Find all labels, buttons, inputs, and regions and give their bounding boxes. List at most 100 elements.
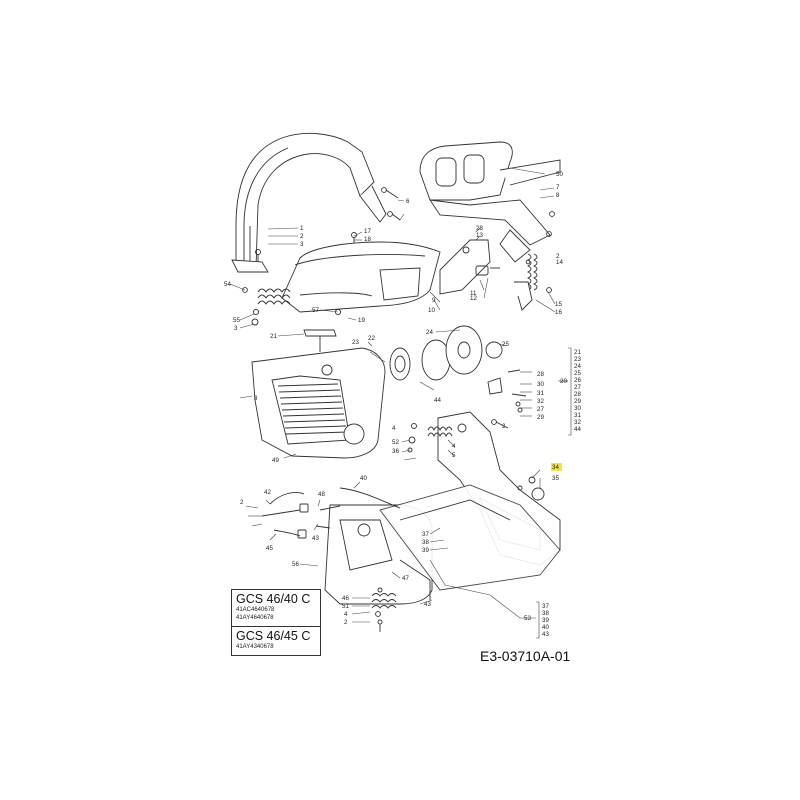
callout: 50 xyxy=(556,171,563,178)
callout: 5 xyxy=(452,452,456,459)
callout: 2 xyxy=(556,253,560,260)
group-item: 29 xyxy=(574,398,581,405)
group-item: 44 xyxy=(574,426,581,433)
callout: 43 xyxy=(424,601,431,608)
callout: 6 xyxy=(406,198,410,205)
callout: 40 xyxy=(360,475,367,482)
callout: 28 xyxy=(476,225,483,232)
callout: 43 xyxy=(312,535,319,542)
group-item: 37 xyxy=(542,603,549,610)
callout: 32 xyxy=(537,398,544,405)
callout: 51 xyxy=(342,603,349,610)
chain-brake-handle xyxy=(419,141,561,263)
callout: 28 xyxy=(537,371,544,378)
callout: 57 xyxy=(312,307,319,314)
callout: 52 xyxy=(392,439,399,446)
callout: 36 xyxy=(392,448,399,455)
group-item: 40 xyxy=(542,624,549,631)
callout: 1 xyxy=(300,225,304,232)
callout: 2 xyxy=(344,619,348,626)
screws-handle xyxy=(255,187,401,262)
group-item: 43 xyxy=(542,631,549,638)
callout: 4 xyxy=(452,443,456,450)
model-name: GCS 46/40 C xyxy=(236,592,311,606)
callout: 47 xyxy=(402,575,409,582)
callout: 2 xyxy=(300,233,304,240)
callout: 17 xyxy=(364,228,371,235)
callout: 22 xyxy=(368,335,375,342)
callout: 3 xyxy=(300,241,304,248)
callout: 3 xyxy=(234,325,238,332)
callout: 12 xyxy=(470,295,477,302)
callout: 55 xyxy=(233,317,240,324)
callout: 21 xyxy=(270,333,277,340)
callout: 10 xyxy=(428,307,435,314)
group-item: 30 xyxy=(574,405,581,412)
callout: 56 xyxy=(292,561,299,568)
callout: 16 xyxy=(555,309,562,316)
brake-spring xyxy=(514,253,552,311)
bottom-spring xyxy=(371,587,397,632)
highlight-marker xyxy=(551,463,562,471)
group-item: 27 xyxy=(574,384,581,391)
callout: 11 xyxy=(470,290,477,297)
callout: 35 xyxy=(552,475,559,482)
callout: 25 xyxy=(502,341,509,348)
group-item: 31 xyxy=(574,412,581,419)
group-item: 25 xyxy=(574,370,581,377)
model-box-2: GCS 46/45 C 41AY4340678 xyxy=(231,626,321,656)
callout: 27 xyxy=(537,406,544,413)
callout: 2 xyxy=(240,499,244,506)
group-item: 39 xyxy=(542,617,549,624)
callout: 19 xyxy=(358,317,365,324)
group-53-list: 37 38 39 40 43 xyxy=(542,603,549,638)
group-item: 28 xyxy=(574,391,581,398)
pawls-screws xyxy=(487,369,527,429)
callout: 45 xyxy=(266,545,273,552)
callout: 38 xyxy=(422,539,429,546)
model-box-1: GCS 46/40 C 41AC4640678 41AY4640678 xyxy=(231,589,321,631)
callout: 42 xyxy=(264,489,271,496)
callout: 53 xyxy=(524,615,531,622)
callout: 29 xyxy=(537,414,544,421)
clutch-cover xyxy=(324,484,561,605)
callout: 39 xyxy=(422,547,429,554)
callout: 2 xyxy=(502,423,506,430)
callout: 30 xyxy=(537,381,544,388)
brake-lever xyxy=(439,211,555,295)
callout: 9 xyxy=(432,297,436,304)
handle-bar xyxy=(231,132,387,273)
callout: 37 xyxy=(422,531,429,538)
callout: 4 xyxy=(344,611,348,618)
leader-lines xyxy=(229,167,568,623)
group-item: 21 xyxy=(574,349,581,356)
callout: 15 xyxy=(555,301,562,308)
model-code: 41AC4640678 xyxy=(236,607,275,613)
callout: 14 xyxy=(556,259,563,266)
callout: 18 xyxy=(364,236,371,243)
group-item: 23 xyxy=(574,356,581,363)
callout: 8 xyxy=(254,395,258,402)
model-code: 41AY4340678 xyxy=(236,644,274,650)
group-item: 38 xyxy=(542,610,549,617)
callout: 7 xyxy=(556,184,560,191)
callout-labels: 1 2 3 6 7 8 17 18 50 28 13 14 2 54 55 3 … xyxy=(224,171,567,626)
callout: 46 xyxy=(342,595,349,602)
callout: 20 xyxy=(560,378,567,385)
callout: 4 xyxy=(392,425,396,432)
group-20-bracket xyxy=(536,347,572,639)
callout: 54 xyxy=(224,281,231,288)
callout: 48 xyxy=(318,491,325,498)
wires xyxy=(261,487,401,539)
group-item: 26 xyxy=(574,377,581,384)
starter-pulley xyxy=(389,325,503,381)
model-code: 41AY4640678 xyxy=(236,614,274,621)
document-id: E3-03710A-01 xyxy=(480,648,571,664)
group-item: 32 xyxy=(574,419,581,426)
starter-housing xyxy=(251,329,386,459)
callout: 44 xyxy=(434,397,441,404)
callout: 49 xyxy=(272,457,279,464)
cylinder-cover xyxy=(281,241,441,313)
callout: 13 xyxy=(476,232,483,239)
